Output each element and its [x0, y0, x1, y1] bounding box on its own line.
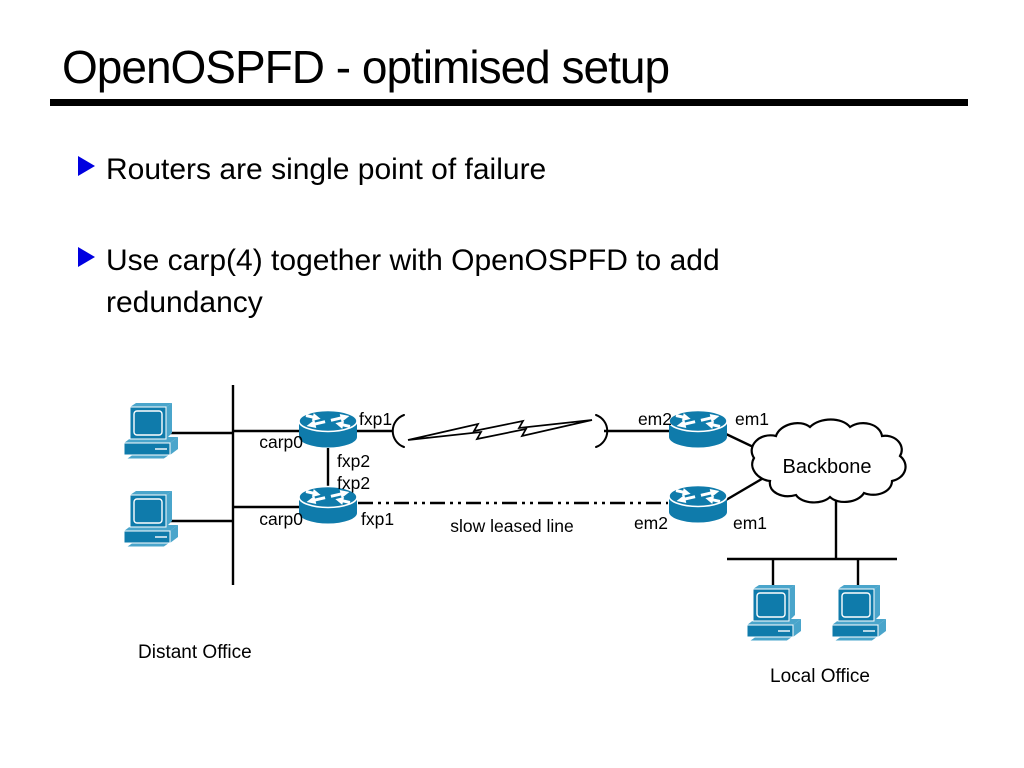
label-router2-fxp1: fxp1: [361, 509, 394, 529]
router-icon: [298, 409, 358, 449]
label-router1-carp0: carp0: [259, 432, 303, 452]
workstation-icon: [123, 490, 179, 548]
bullet-triangle-icon: [78, 156, 95, 176]
workstation-icon: [831, 584, 887, 642]
page-title: OpenOSPFD - optimised setup: [62, 41, 670, 93]
label-router1-fxp1: fxp1: [359, 409, 392, 429]
workstation-icon: [746, 584, 802, 642]
label-router3-em1: em1: [735, 409, 769, 429]
bullet-text: Routers are single point of failure: [106, 153, 547, 186]
label-backbone: Backbone: [783, 456, 872, 478]
router-icon: [668, 484, 728, 524]
backbone-cloud: [750, 418, 907, 504]
label-router3-em2: em2: [638, 409, 672, 429]
label-local-office: Local Office: [770, 666, 870, 687]
label-router2-fxp2: fxp2: [337, 473, 370, 493]
bullet-item-1: Routers are single point of failure: [78, 149, 546, 191]
label-slow-leased-line: slow leased line: [450, 516, 574, 536]
label-router4-em1: em1: [733, 513, 767, 533]
bullet-text: Use carp(4) together with OpenOSPFD to a…: [106, 244, 720, 319]
bullet-item-2: Use carp(4) together with OpenOSPFD to a…: [78, 240, 720, 324]
workstation-icon: [123, 402, 179, 460]
label-router4-em2: em2: [634, 513, 668, 533]
title-underline: [50, 99, 968, 106]
label-router1-fxp2: fxp2: [337, 451, 370, 471]
label-router2-carp0: carp0: [259, 509, 303, 529]
link-break-left-icon: [391, 414, 405, 448]
lightning-bolt-icon: [407, 419, 593, 441]
router-icon: [668, 409, 728, 449]
label-distant-office: Distant Office: [138, 642, 252, 663]
bullet-triangle-icon: [78, 247, 95, 267]
